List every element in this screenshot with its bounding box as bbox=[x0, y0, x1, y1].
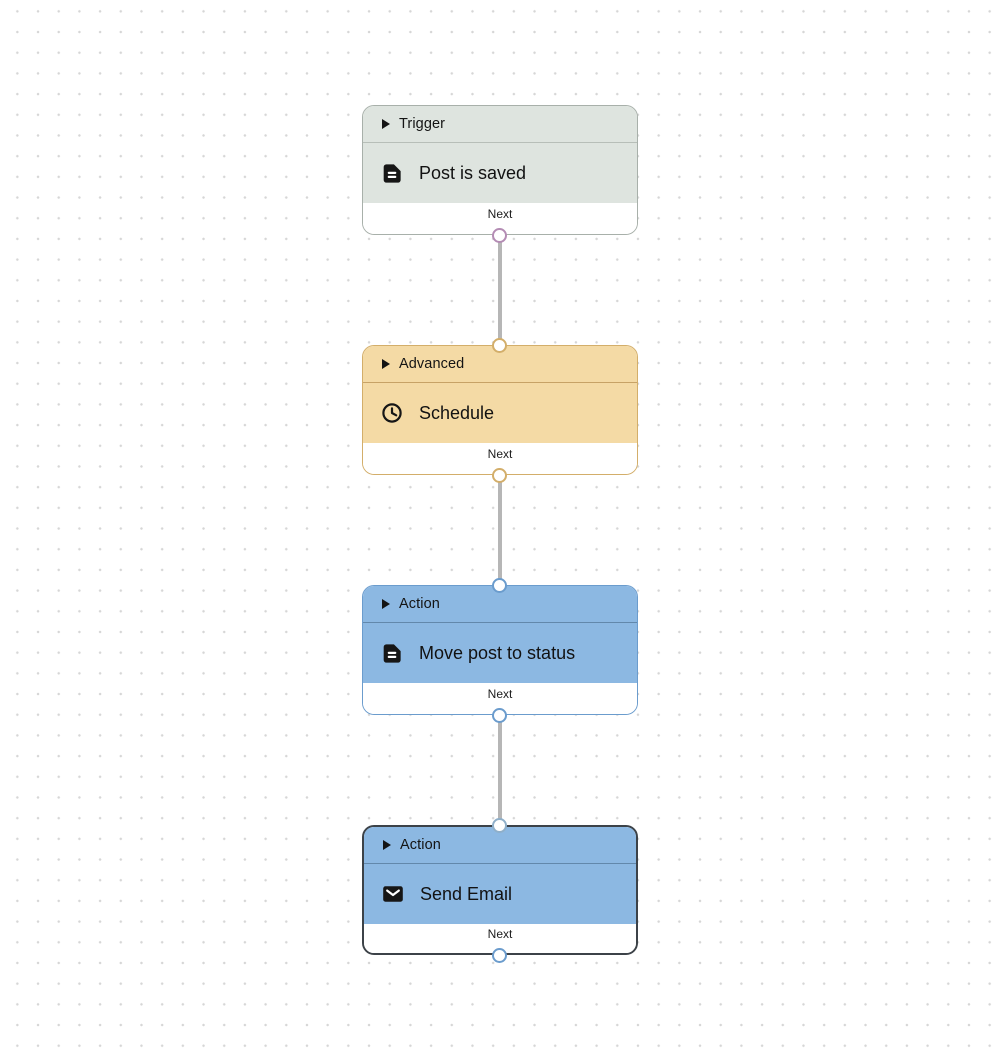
port-circle-move-post-input[interactable] bbox=[492, 577, 507, 593]
port-circle-send-email-output[interactable] bbox=[492, 947, 507, 963]
connector-line bbox=[498, 715, 502, 825]
next-port-label: Next bbox=[487, 687, 513, 701]
node-header[interactable]: Trigger bbox=[363, 106, 637, 143]
collapse-arrow-icon[interactable] bbox=[383, 840, 391, 850]
mail-icon bbox=[381, 882, 405, 906]
node-title: Schedule bbox=[419, 402, 495, 423]
next-port-label: Next bbox=[487, 927, 513, 941]
next-port-label: Next bbox=[487, 447, 513, 461]
connector-line bbox=[498, 235, 502, 345]
port-circle-schedule-input[interactable] bbox=[492, 337, 507, 353]
node-title: Move post to status bbox=[419, 642, 576, 663]
workflow-node-move-post[interactable]: Action Move post to status Next bbox=[362, 585, 638, 715]
node-category-label: Trigger bbox=[399, 116, 446, 132]
node-body[interactable]: Schedule bbox=[363, 383, 637, 443]
port-circle-schedule-output[interactable] bbox=[492, 467, 507, 483]
node-category-label: Action bbox=[400, 837, 441, 853]
port-circle-send-email-input[interactable] bbox=[492, 817, 507, 833]
node-body[interactable]: Move post to status bbox=[363, 623, 637, 683]
connector-line bbox=[498, 475, 502, 585]
node-title: Send Email bbox=[420, 883, 513, 904]
node-category-label: Action bbox=[399, 596, 440, 612]
node-body[interactable]: Post is saved bbox=[363, 143, 637, 203]
node-category-label: Advanced bbox=[399, 356, 465, 372]
collapse-arrow-icon[interactable] bbox=[382, 599, 390, 609]
node-body[interactable]: Send Email bbox=[364, 864, 636, 924]
clock-icon bbox=[380, 401, 404, 425]
document-icon bbox=[380, 641, 404, 665]
collapse-arrow-icon[interactable] bbox=[382, 359, 390, 369]
next-port-label: Next bbox=[487, 207, 513, 221]
document-icon bbox=[380, 161, 404, 185]
workflow-node-send-email[interactable]: Action Send Email Next bbox=[362, 825, 638, 955]
collapse-arrow-icon[interactable] bbox=[382, 119, 390, 129]
workflow-node-trigger[interactable]: Trigger Post is saved Next bbox=[362, 105, 638, 235]
workflow-node-schedule[interactable]: Advanced Schedule Next bbox=[362, 345, 638, 475]
port-circle-move-post-output[interactable] bbox=[492, 707, 507, 723]
node-header[interactable]: Action bbox=[364, 827, 636, 864]
node-header[interactable]: Action bbox=[363, 586, 637, 623]
node-title: Post is saved bbox=[419, 162, 527, 183]
port-circle-trigger-output[interactable] bbox=[492, 227, 507, 243]
